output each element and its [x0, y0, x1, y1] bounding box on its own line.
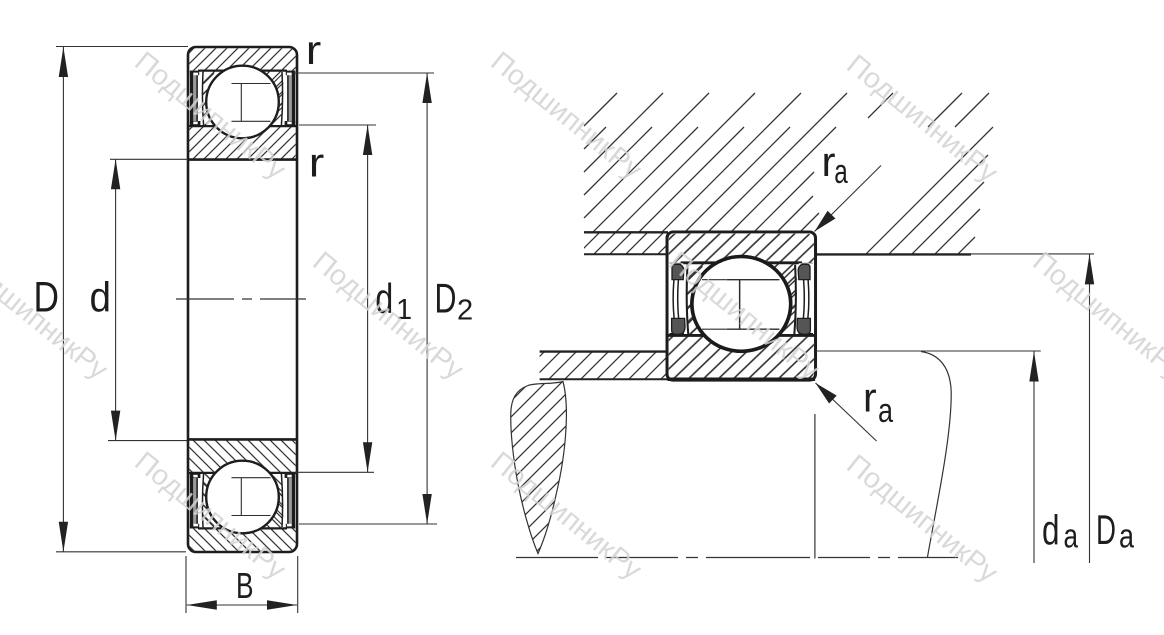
svg-text:d: d	[375, 275, 393, 322]
svg-text:D: D	[435, 275, 457, 322]
svg-text:2: 2	[457, 295, 473, 327]
svg-text:a: a	[1064, 518, 1079, 556]
svg-text:a: a	[834, 153, 848, 191]
svg-text:r: r	[863, 375, 877, 421]
svg-text:r: r	[309, 140, 325, 186]
svg-text:B: B	[236, 565, 254, 606]
svg-text:a: a	[1119, 518, 1134, 556]
svg-text:a: a	[878, 392, 893, 430]
svg-text:d: d	[1042, 507, 1060, 554]
svg-text:D: D	[1096, 506, 1116, 553]
svg-text:D: D	[34, 274, 60, 322]
svg-text:r: r	[822, 138, 836, 185]
svg-text:r: r	[306, 27, 322, 73]
svg-text:1: 1	[396, 294, 412, 326]
svg-text:d: d	[90, 274, 112, 321]
